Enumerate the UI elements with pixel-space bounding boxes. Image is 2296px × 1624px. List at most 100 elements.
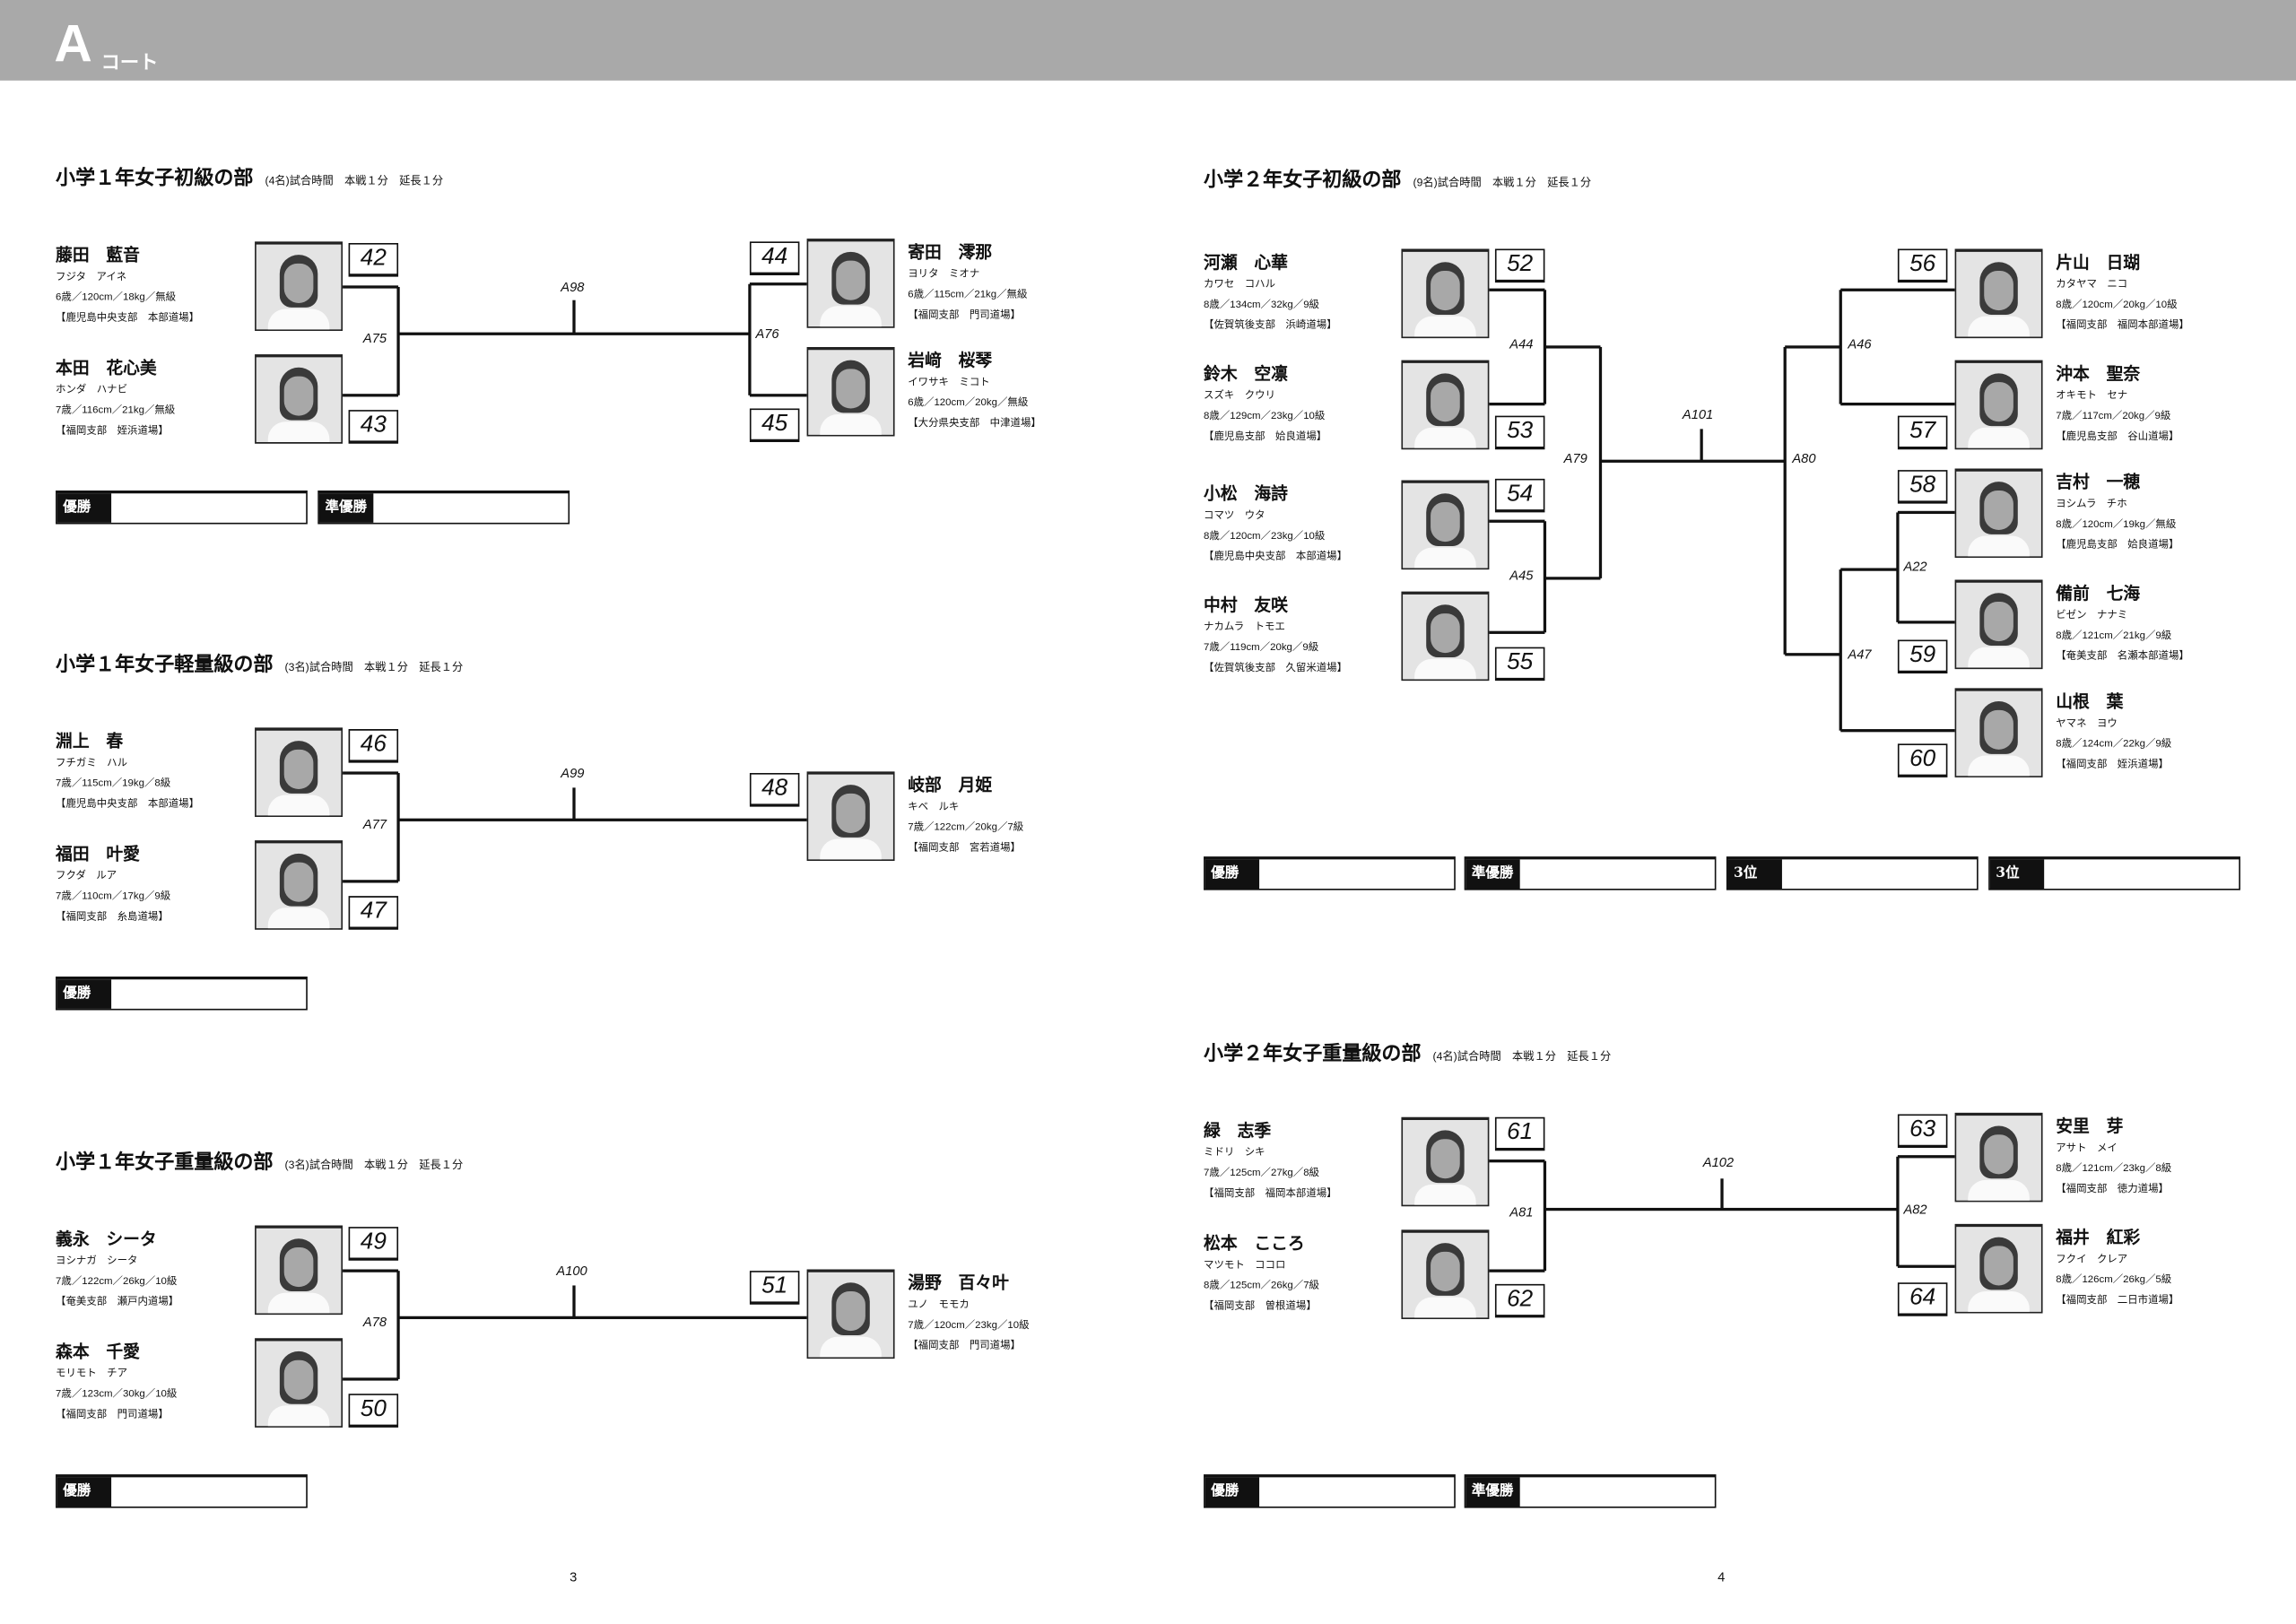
player-stats: 8歳／124cm／22kg／9級: [2056, 739, 2172, 750]
bracket-line: [343, 1377, 399, 1381]
uniform-shape: [267, 308, 330, 330]
face-shape: [283, 1247, 314, 1288]
result-box[interactable]: 優勝: [1204, 856, 1456, 890]
player-dojo: 【福岡支部 宮若道場】: [908, 843, 1021, 854]
face-shape: [836, 793, 865, 833]
uniform-shape: [267, 908, 330, 929]
player-number-box: 50: [348, 1394, 399, 1428]
result-box[interactable]: 優勝: [56, 976, 308, 1011]
bracket-line: [1840, 403, 1955, 405]
match-label: A98: [561, 279, 585, 295]
uniform-shape: [1968, 535, 2030, 557]
player-photo: [255, 1225, 344, 1316]
player-name: 義永 シータ: [56, 1228, 157, 1249]
match-label: A82: [1903, 1202, 1927, 1217]
player-photo: [1401, 1229, 1490, 1320]
player-number-box: 62: [1494, 1283, 1545, 1318]
division-meta: (3名)試合時間 本戦１分 延長１分: [284, 1158, 464, 1172]
player-kana: ビゼン ナナミ: [2056, 610, 2128, 621]
bracket-line: [1839, 290, 1842, 404]
player-number-box: 56: [1897, 248, 1948, 283]
player-photo: [1954, 248, 2043, 339]
player-dojo: 【佐賀筑後支部 浜崎道場】: [1204, 320, 1337, 331]
bracket-line: [398, 333, 750, 335]
player-stats: 7歳／116cm／21kg／無級: [56, 405, 176, 416]
division-title: 小学１年女子重量級の部: [56, 1151, 274, 1175]
player-number-box: 52: [1494, 248, 1545, 283]
player-photo: [255, 241, 344, 331]
face-shape: [1431, 501, 1460, 543]
bracket-line: [572, 300, 576, 334]
bracket-line: [1785, 345, 1841, 349]
player-kana: マツモト ココロ: [1204, 1260, 1286, 1272]
player-name: 吉村 一穂: [2056, 471, 2141, 492]
result-label: 準優勝: [1465, 859, 1520, 890]
uniform-shape: [1414, 658, 1476, 680]
player-kana: オキモト セナ: [2056, 390, 2128, 402]
match-label: A76: [755, 326, 779, 342]
player-dojo: 【大分県央支部 中津道場】: [908, 418, 1041, 430]
face-shape: [836, 1290, 865, 1332]
face-shape: [1431, 1251, 1460, 1291]
uniform-shape: [1414, 316, 1476, 337]
player-dojo: 【福岡支部 曽根道場】: [1204, 1301, 1317, 1312]
player-name: 安里 芽: [2056, 1116, 2124, 1136]
face-shape: [1984, 490, 2013, 531]
face-shape: [1431, 1139, 1460, 1179]
bracket-line: [749, 282, 807, 285]
player-number-box: 44: [749, 241, 800, 275]
player-photo: [806, 346, 895, 437]
uniform-shape: [820, 1336, 882, 1358]
face-shape: [283, 862, 314, 902]
bracket-line: [572, 787, 576, 821]
player-photo: [1401, 360, 1490, 450]
bracket-line: [749, 394, 807, 397]
player-number-box: 53: [1494, 415, 1545, 450]
face-shape: [1984, 271, 2013, 311]
result-label: 3位: [1727, 859, 1782, 890]
player-number-box: 45: [749, 408, 800, 443]
match-label: A47: [1848, 647, 1872, 662]
player-name: 松本 こころ: [1204, 1232, 1305, 1254]
result-box[interactable]: 優勝: [1204, 1474, 1456, 1508]
result-box[interactable]: 準優勝: [1464, 1474, 1717, 1508]
player-name: 本田 花心美: [56, 357, 157, 378]
player-number-box: 57: [1897, 415, 1948, 450]
player-dojo: 【福岡支部 二日市道場】: [2056, 1295, 2179, 1307]
player-name: 河瀬 心華: [1204, 251, 1288, 273]
player-photo: [255, 354, 344, 444]
player-number-box: 61: [1494, 1116, 1545, 1151]
player-dojo: 【奄美支部 名瀬本部道場】: [2056, 651, 2189, 662]
uniform-shape: [267, 1405, 330, 1427]
result-box[interactable]: 3位: [1726, 856, 1979, 890]
player-kana: フクダ ルア: [56, 871, 117, 881]
player-stats: 8歳／121cm／21kg／9級: [2056, 630, 2172, 642]
bracket-line: [572, 1285, 576, 1318]
result-box[interactable]: 優勝: [56, 1474, 308, 1508]
result-box[interactable]: 3位: [1988, 856, 2240, 890]
result-label: 優勝: [1205, 1477, 1260, 1507]
bracket-line: [343, 1269, 399, 1272]
result-box[interactable]: 準優勝: [1464, 856, 1717, 890]
result-box[interactable]: 準優勝: [317, 490, 570, 525]
player-photo: [806, 1269, 895, 1359]
bracket-line: [1489, 289, 1545, 291]
bracket-line: [1544, 577, 1601, 580]
face-shape: [1431, 271, 1460, 311]
player-name: 緑 志季: [1204, 1119, 1272, 1141]
bracket-line: [343, 880, 399, 883]
player-name: 中村 友咲: [1204, 594, 1288, 615]
result-box[interactable]: 優勝: [56, 490, 308, 525]
player-name: 岐部 月姫: [908, 774, 993, 795]
match-label: A79: [1563, 450, 1587, 466]
match-label: A46: [1848, 336, 1872, 352]
player-kana: イワサキ ミコト: [908, 378, 990, 388]
bracket-line: [1544, 1208, 1898, 1211]
player-stats: 8歳／120cm／20kg／10級: [2056, 300, 2178, 311]
bracket-line: [1839, 569, 1842, 731]
face-shape: [283, 749, 314, 789]
bracket-line: [396, 286, 400, 395]
player-number-box: 43: [348, 410, 399, 444]
bracket-line: [396, 1271, 400, 1379]
match-label: A101: [1682, 406, 1714, 422]
